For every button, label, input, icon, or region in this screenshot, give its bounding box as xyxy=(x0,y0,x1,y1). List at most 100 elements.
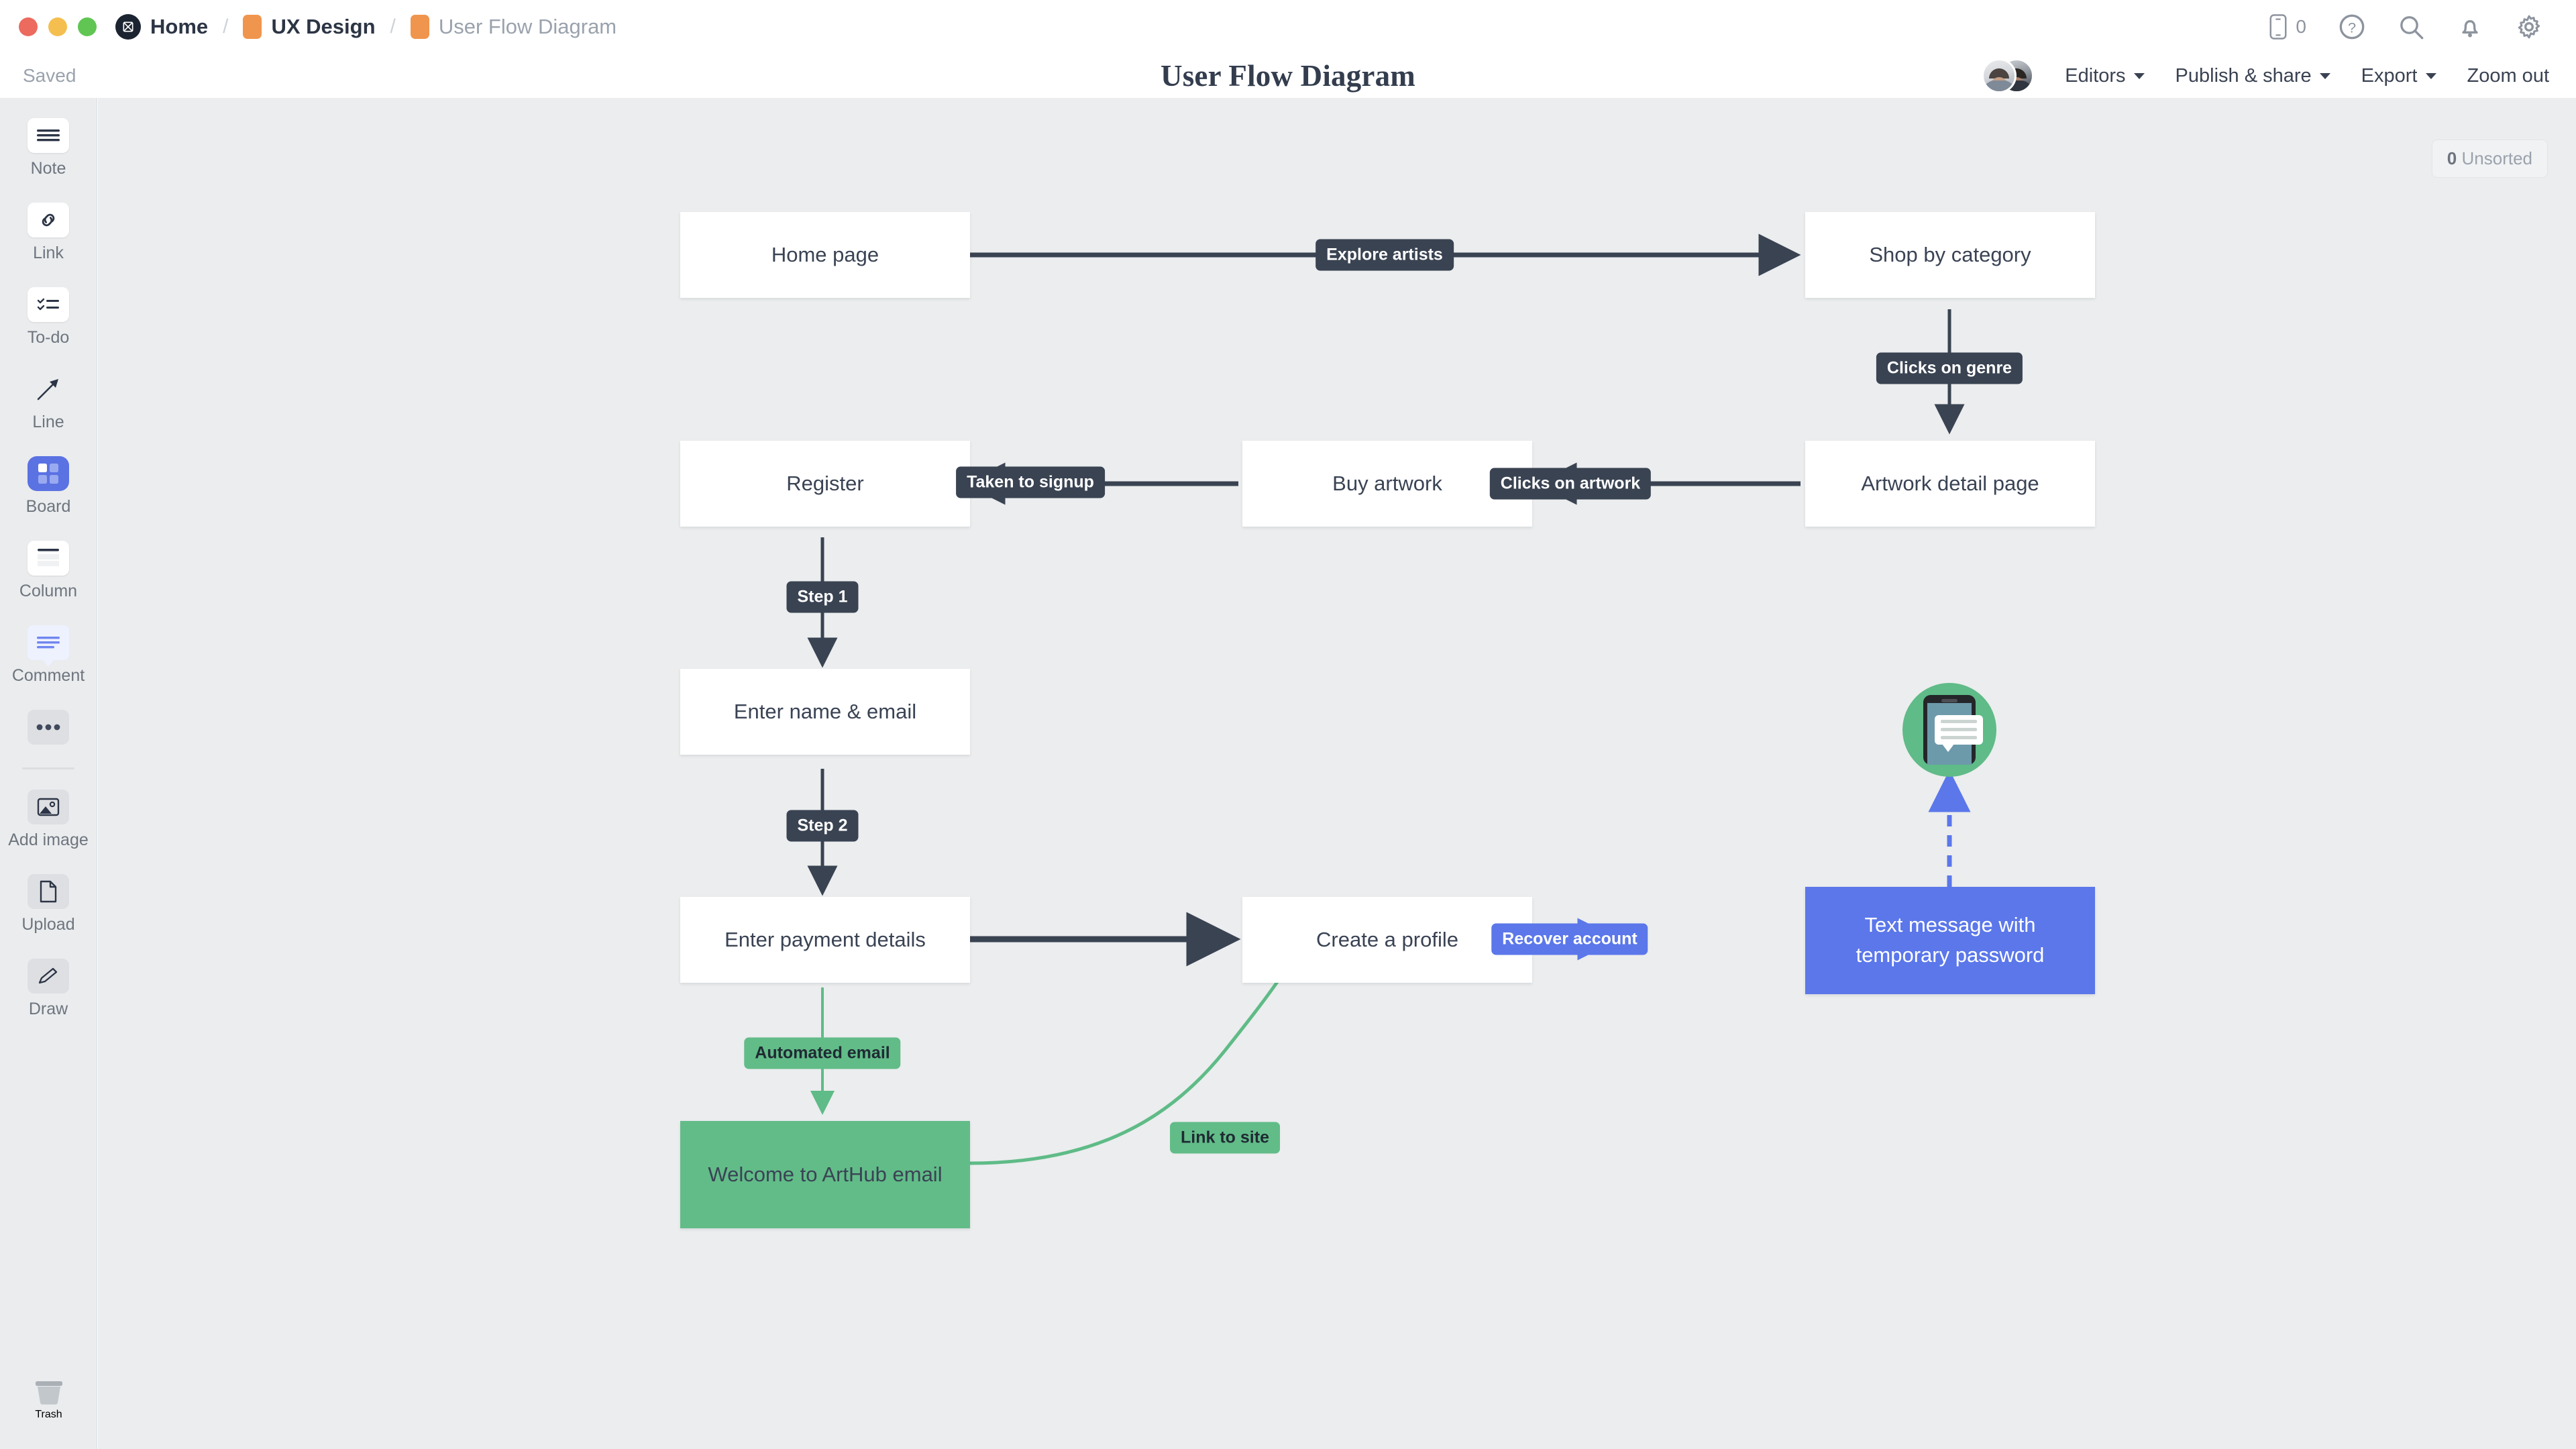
flow-connectors xyxy=(807,233,1971,1165)
flow-node-home-page[interactable]: Home page xyxy=(680,212,970,298)
flow-node-artwork-detail-page[interactable]: Artwork detail page xyxy=(1805,441,2095,527)
board-grid-icon xyxy=(28,456,69,491)
edge-label-text: Clicks on artwork xyxy=(1500,474,1641,493)
node-label: Shop by category xyxy=(1869,242,2031,266)
edge-label-text: Link to site xyxy=(1181,1128,1269,1147)
node-label: Artwork detail page xyxy=(1861,471,2039,495)
sidebar-item-add-image[interactable]: Add image xyxy=(0,790,97,850)
sidebar-item-comment[interactable]: Comment xyxy=(0,625,97,686)
settings-gear-icon[interactable] xyxy=(2516,13,2542,40)
minimize-window-button[interactable] xyxy=(48,17,67,36)
chrome-actions: 0 ? xyxy=(2267,13,2542,40)
zoom-out-button[interactable]: Zoom out xyxy=(2467,65,2550,87)
edge-label-text: Step 2 xyxy=(797,816,848,835)
draw-pencil-icon xyxy=(28,959,69,994)
breadcrumb: Home / UX Design / User Flow Diagram xyxy=(115,14,616,40)
flow-node-text-message[interactable]: Text message with temporary password xyxy=(1805,887,2095,994)
window-traffic-lights[interactable] xyxy=(19,17,97,36)
sidebar-item-upload[interactable]: Upload xyxy=(0,874,97,934)
sidebar-item-note[interactable]: Note xyxy=(0,118,97,178)
sidebar-item-draw[interactable]: Draw xyxy=(0,959,97,1019)
comment-bubble-icon xyxy=(28,625,69,667)
breadcrumb-item-home[interactable]: Home xyxy=(150,15,209,38)
node-label: Register xyxy=(786,471,864,495)
notifications-bell-icon[interactable] xyxy=(2457,13,2483,40)
sidebar-item-label: Upload xyxy=(21,915,75,934)
edge-label-explore-artists[interactable]: Explore artists xyxy=(1316,239,1454,271)
sidebar-item-todo[interactable]: To-do xyxy=(0,287,97,347)
export-button[interactable]: Export xyxy=(2361,65,2436,87)
maximize-window-button[interactable] xyxy=(78,17,97,36)
edge-label-clicks-on-genre[interactable]: Clicks on genre xyxy=(1876,352,2023,384)
edge-label-clicks-on-artwork[interactable]: Clicks on artwork xyxy=(1489,468,1652,500)
flow-node-shop-by-category[interactable]: Shop by category xyxy=(1805,212,2095,298)
edge-label-taken-to-signup[interactable]: Taken to signup xyxy=(956,466,1105,498)
more-options-icon xyxy=(28,710,69,745)
node-label: Enter name & email xyxy=(733,699,917,723)
flow-node-welcome-email[interactable]: Welcome to ArtHub email xyxy=(680,1121,970,1228)
sidebar-item-label: Board xyxy=(25,497,71,516)
search-icon[interactable] xyxy=(2398,13,2424,40)
node-label: Home page xyxy=(771,242,879,266)
tool-sidebar: Note Link To-do Line Board Column xyxy=(0,98,97,1449)
milanote-logo-icon[interactable] xyxy=(115,14,141,40)
edge-label-text: Clicks on genre xyxy=(1886,358,2012,378)
sidebar-item-label: Line xyxy=(32,413,64,431)
help-icon[interactable]: ? xyxy=(2339,13,2365,40)
sidebar-item-link[interactable]: Link xyxy=(0,203,97,263)
sidebar-item-label: Comment xyxy=(11,666,85,685)
flow-node-enter-name-email[interactable]: Enter name & email xyxy=(680,669,970,755)
unsorted-label: Unsorted xyxy=(2461,148,2533,168)
edge-label-step-1[interactable]: Step 1 xyxy=(786,581,859,613)
chevron-down-icon xyxy=(2319,72,2330,79)
todo-checklist-icon xyxy=(28,287,69,322)
mobile-icon[interactable]: 0 xyxy=(2267,13,2306,40)
sidebar-item-column[interactable]: Column xyxy=(0,541,97,601)
edge-label-recover-account[interactable]: Recover account xyxy=(1491,923,1648,955)
save-status: Saved xyxy=(23,65,76,86)
add-image-icon xyxy=(28,790,69,824)
breadcrumb-item-ux-design[interactable]: UX Design xyxy=(271,15,376,38)
edge-label-text: Step 1 xyxy=(797,587,848,606)
edge-label-step-2[interactable]: Step 2 xyxy=(786,810,859,842)
edge-label-automated-email[interactable]: Automated email xyxy=(744,1037,901,1069)
flow-node-register[interactable]: Register xyxy=(680,441,970,527)
sidebar-item-label: To-do xyxy=(27,328,70,347)
sidebar-item-label: Note xyxy=(30,159,66,178)
upload-file-icon xyxy=(28,874,69,909)
edge-label-text: Automated email xyxy=(755,1043,890,1063)
node-label: Enter payment details xyxy=(724,927,926,951)
edge-label-link-to-site[interactable]: Link to site xyxy=(1170,1122,1280,1154)
publish-share-button[interactable]: Publish & share xyxy=(2176,65,2330,87)
document-toolbar: Saved User Flow Diagram Editors Publish … xyxy=(0,54,2576,98)
node-label: Welcome to ArtHub email xyxy=(708,1162,943,1186)
sidebar-item-label: Add image xyxy=(8,830,89,849)
flow-node-buy-artwork[interactable]: Buy artwork xyxy=(1242,441,1532,527)
unsorted-count: 0 xyxy=(2447,148,2457,168)
flow-node-enter-payment-details[interactable]: Enter payment details xyxy=(680,897,970,983)
export-label: Export xyxy=(2361,64,2418,87)
editor-avatars[interactable] xyxy=(1982,58,2035,93)
breadcrumb-item-current: User Flow Diagram xyxy=(438,15,617,38)
chevron-down-icon xyxy=(2425,72,2436,79)
sidebar-item-board[interactable]: Board xyxy=(0,456,97,517)
board-canvas[interactable]: 0 Unsorted xyxy=(98,98,2576,1449)
sidebar-item-label: Column xyxy=(19,582,78,600)
node-label: Buy artwork xyxy=(1332,471,1442,495)
note-lines-icon xyxy=(28,118,69,153)
link-chain-icon xyxy=(28,203,69,237)
sidebar-item-trash[interactable]: Trash xyxy=(0,1377,97,1421)
breadcrumb-separator: / xyxy=(390,15,396,38)
unsorted-badge[interactable]: 0 Unsorted xyxy=(2431,140,2548,178)
flow-node-create-a-profile[interactable]: Create a profile xyxy=(1242,897,1532,983)
publish-share-label: Publish & share xyxy=(2175,64,2312,87)
column-icon xyxy=(28,541,69,576)
svg-text:?: ? xyxy=(2348,19,2356,36)
sidebar-item-more[interactable] xyxy=(0,710,97,745)
sidebar-item-line[interactable]: Line xyxy=(0,372,97,432)
avatar xyxy=(1982,58,2017,93)
close-window-button[interactable] xyxy=(19,17,38,36)
editors-label: Editors xyxy=(2065,64,2126,87)
editors-button[interactable]: Editors xyxy=(2065,64,2145,87)
window-chrome-bar: Home / UX Design / User Flow Diagram 0 ? xyxy=(0,0,2576,54)
